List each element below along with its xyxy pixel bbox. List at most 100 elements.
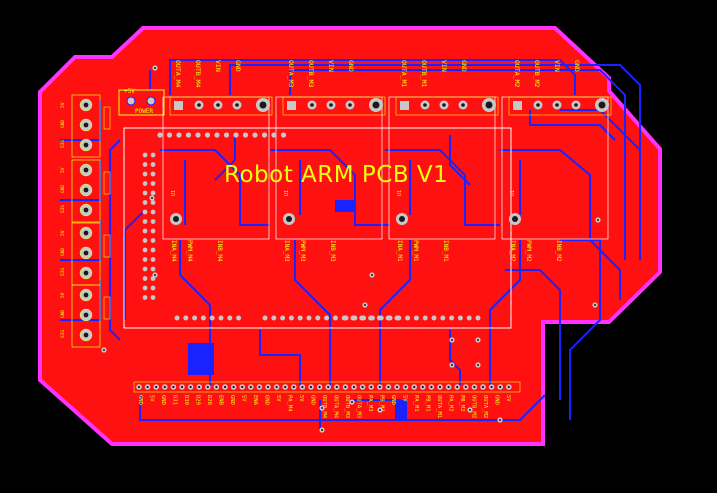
header-pin	[142, 152, 148, 158]
bottom-header-hole	[335, 385, 338, 389]
motor-header-hole	[536, 103, 540, 107]
bottom-header-hole	[447, 385, 450, 389]
bottom-header-label: PB_M2	[459, 395, 465, 412]
resistor-outline	[103, 171, 111, 195]
header-pin	[413, 315, 419, 321]
driver-pin-label: PWM_M3	[299, 240, 306, 262]
motor-header-label: OUTB_M2	[533, 60, 541, 87]
header-pin	[218, 315, 224, 321]
bottom-trace	[229, 64, 641, 150]
motor-header-label: OUTB_M4	[194, 60, 202, 87]
driver-pin-label: INA_M4	[170, 240, 177, 262]
header-pin	[150, 152, 156, 158]
bottom-header-label: OUTA_M1	[436, 395, 442, 418]
bottom-copper-pour	[188, 343, 214, 375]
driver-pin-label: PWM_M1	[412, 240, 419, 262]
motor-header-label: GND	[460, 60, 468, 72]
bottom-header-hole	[438, 385, 442, 389]
bottom-header-label: GND	[310, 395, 316, 405]
bottom-header-hole	[473, 385, 476, 389]
bottom-trace	[500, 149, 621, 300]
bottom-trace	[379, 240, 411, 385]
bottom-header-hole	[395, 385, 399, 389]
power-label-name: POWER	[135, 108, 153, 115]
header-pin	[466, 315, 472, 321]
driver-ref: U1	[510, 190, 516, 196]
header-pin	[142, 238, 148, 243]
bottom-header-label: PB_M3	[379, 395, 385, 412]
header-pin	[142, 247, 148, 253]
header-pin	[223, 132, 230, 138]
header-pin	[396, 315, 402, 321]
mounting-hole	[512, 216, 518, 222]
motor-header-outline	[395, 96, 499, 116]
bottom-trace	[139, 394, 546, 421]
motor-header-square-pad	[400, 101, 409, 110]
via-hole	[451, 364, 453, 366]
bottom-header-label: OUTA_M3	[356, 395, 362, 418]
bottom-trace	[270, 149, 390, 226]
bottom-header-label: PB_M1	[425, 395, 431, 412]
header-pin	[150, 266, 156, 272]
header-pin	[183, 315, 189, 321]
bottom-header-label: GND	[160, 395, 166, 405]
header-pin	[150, 285, 156, 291]
bottom-header-label: 5V	[241, 395, 247, 402]
bottom-header-hole	[490, 385, 493, 389]
bottom-header-label: 5V	[149, 395, 155, 402]
motor-header-hole	[348, 103, 352, 107]
via-hole	[451, 339, 453, 341]
driver-ref: U1	[284, 190, 290, 196]
bottom-header-hole	[361, 385, 364, 389]
motor-header-label: VIN	[553, 60, 561, 72]
bottom-header-hole	[284, 385, 287, 389]
bottom-header-label: GND	[494, 395, 500, 405]
header-pin	[288, 315, 294, 321]
driver-pin-label: PWM_M4	[186, 240, 193, 262]
bottom-header-label: GND	[229, 395, 235, 405]
motor-header-hole	[423, 103, 427, 107]
motor-header-hole	[461, 103, 465, 107]
header-pin	[166, 132, 173, 138]
bottom-header-hole	[499, 385, 502, 389]
power-pad-1	[126, 96, 136, 106]
header-pin	[280, 132, 287, 138]
header-pin	[142, 228, 148, 234]
connector-hole	[83, 250, 89, 256]
header-pin	[369, 315, 375, 321]
header-pin	[242, 132, 249, 138]
bottom-header-hole	[180, 385, 184, 389]
bottom-header-hole	[301, 385, 304, 389]
bottom-header-hole	[481, 385, 485, 389]
motor-header-square-pad	[513, 101, 522, 110]
bottom-header-label: D30	[183, 395, 189, 405]
bottom-header-hole	[241, 385, 244, 389]
header-pin	[195, 132, 201, 138]
header-pin	[457, 315, 463, 321]
bottom-header-hole	[232, 385, 235, 389]
bottom-header-hole	[344, 385, 347, 389]
motor-mount-hole	[259, 101, 267, 109]
header-pin	[262, 315, 268, 321]
via-hole	[594, 304, 596, 306]
header-pin	[440, 315, 446, 321]
connector-label: 5V	[60, 292, 66, 298]
header-pin	[142, 162, 148, 167]
via-hole	[379, 409, 381, 411]
motor-header-square-pad	[174, 101, 183, 110]
header-pin	[142, 200, 148, 205]
via-hole	[321, 429, 323, 431]
bottom-header-hole	[258, 385, 261, 389]
header-pin	[142, 219, 148, 224]
bottom-header-label: 5V	[505, 395, 511, 402]
header-pin	[185, 132, 192, 138]
bottom-header-hole	[430, 385, 433, 389]
connector-hole	[83, 142, 89, 148]
vias	[101, 65, 601, 433]
bottom-header-hole	[378, 385, 381, 389]
board-outline	[38, 26, 662, 446]
connector-label: GND	[60, 310, 66, 318]
header-pin	[233, 132, 239, 138]
driver-pin-label: INB_M4	[216, 240, 223, 262]
